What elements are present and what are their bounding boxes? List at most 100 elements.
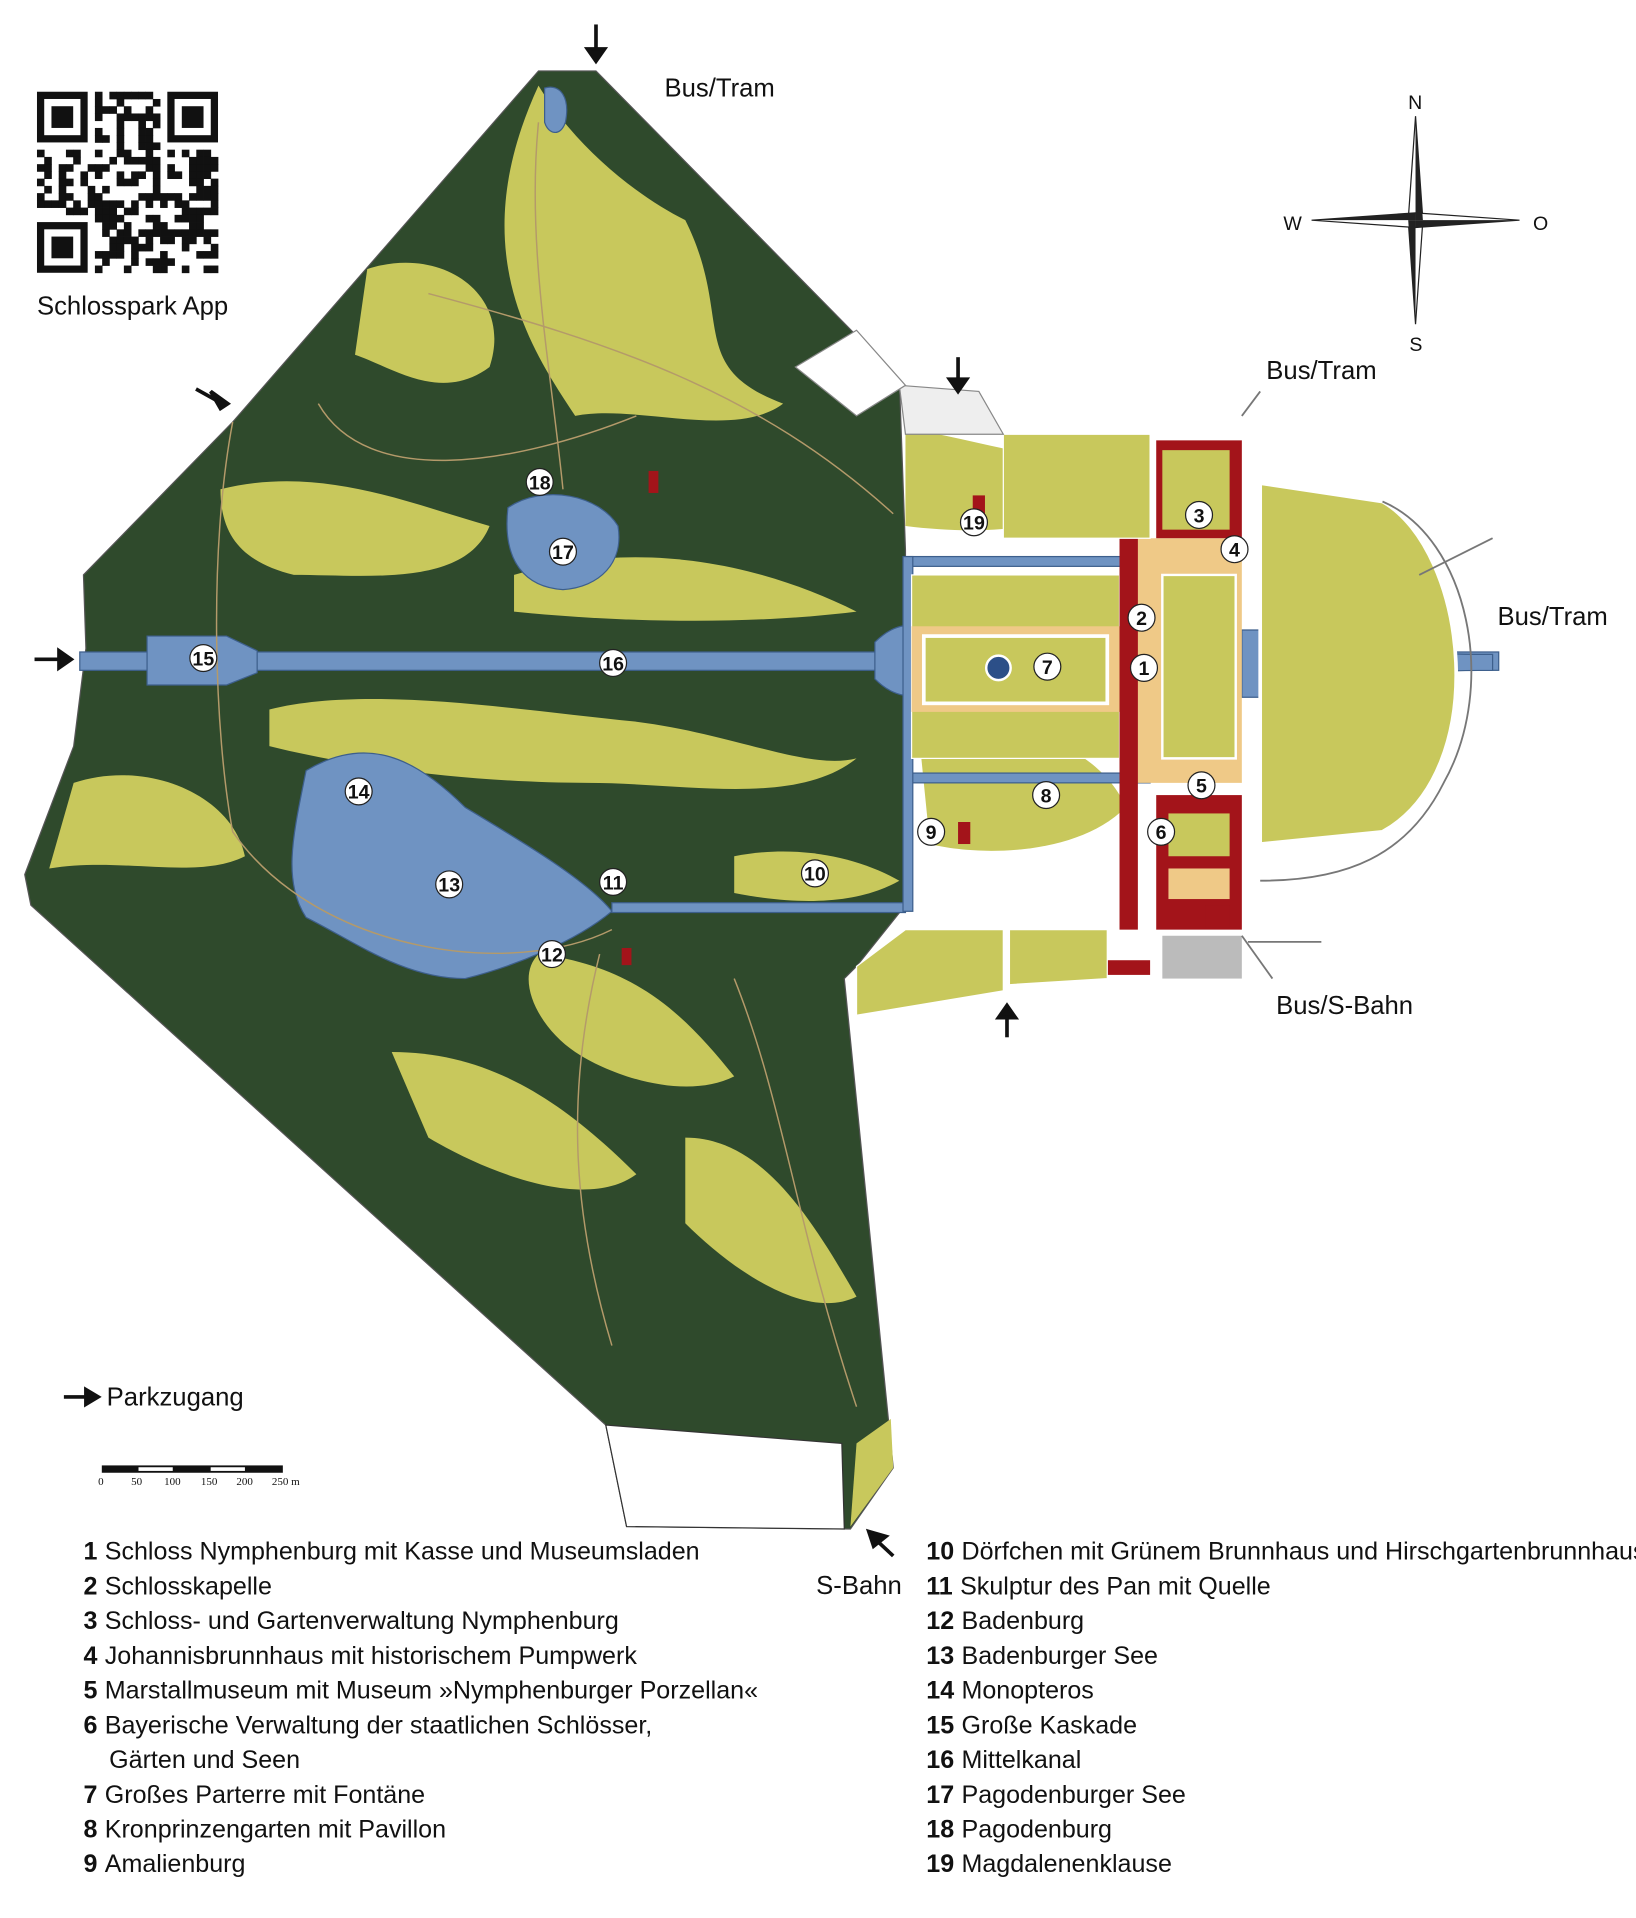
poi-marker-number: 19: [963, 513, 985, 535]
legend-text: Bayerische Verwaltung der staatlichen Sc…: [105, 1711, 652, 1739]
legend-text: Schloss- und Gartenverwaltung Nymphenbur…: [105, 1607, 619, 1635]
legend-number: 19: [926, 1850, 954, 1878]
park-grounds: [24, 70, 1500, 1530]
legend-number: 8: [83, 1816, 97, 1844]
legend-number: 4: [83, 1642, 97, 1670]
poi-marker-1[interactable]: 1: [1129, 653, 1159, 682]
poi-marker-number: 6: [1156, 822, 1167, 844]
scale-tick: 150: [201, 1476, 218, 1488]
poi-marker-number: 17: [552, 542, 574, 564]
poi-marker-13[interactable]: 13: [435, 870, 464, 899]
legend-number: 6: [83, 1711, 97, 1739]
legend-number: 10: [926, 1538, 954, 1566]
parkzugang-arrow-icon: [63, 1386, 102, 1408]
scale-tick: 50: [131, 1476, 143, 1488]
legend-number: 3: [83, 1607, 97, 1635]
poi-marker-number: 5: [1196, 776, 1207, 798]
poi-marker-12[interactable]: 12: [537, 940, 567, 969]
poi-marker-number: 9: [926, 822, 937, 844]
scale-tick: 100: [164, 1476, 181, 1488]
legend-text: Schloss Nymphenburg mit Kasse und Museum…: [105, 1538, 700, 1566]
palace-buildings: [621, 440, 1242, 975]
legend-text: Großes Parterre mit Fontäne: [105, 1781, 425, 1809]
legend-text: Monopteros: [961, 1677, 1093, 1705]
scale-tick: 0: [98, 1476, 104, 1488]
arrow-downright-icon: [195, 387, 232, 412]
arrow-right-icon: [34, 647, 75, 672]
poi-marker-number: 2: [1136, 608, 1147, 630]
poi-marker-15[interactable]: 15: [189, 644, 218, 673]
poi-marker-3[interactable]: 3: [1184, 500, 1214, 530]
legend-number: 12: [926, 1607, 954, 1635]
legend-number: 14: [926, 1677, 954, 1705]
poi-marker-number: 12: [541, 944, 563, 966]
poi-marker-17[interactable]: 17: [548, 537, 578, 566]
compass-s: S: [1409, 334, 1422, 356]
legend-text: Badenburg: [961, 1607, 1084, 1635]
legend-text: Dörfchen mit Grünem Brunnhaus und Hirsch…: [961, 1538, 1636, 1566]
poi-marker-6[interactable]: 6: [1147, 817, 1176, 846]
compass-o: O: [1533, 213, 1548, 235]
legend-text-cont: Gärten und Seen: [109, 1746, 300, 1774]
kronprinz-canal: [904, 772, 1151, 784]
legend-text: Marstallmuseum mit Museum »Nymphenburger…: [105, 1677, 758, 1705]
compass-w: W: [1283, 213, 1302, 235]
legend-number: 1: [83, 1538, 97, 1566]
poi-marker-11[interactable]: 11: [599, 867, 628, 897]
legend-number: 16: [926, 1746, 954, 1774]
poi-marker-9[interactable]: 9: [917, 817, 946, 846]
poi-marker-number: 7: [1042, 657, 1053, 679]
poi-marker-2[interactable]: 2: [1127, 603, 1156, 632]
poi-marker-18[interactable]: 18: [525, 467, 554, 497]
palace-area: [621, 329, 1458, 1016]
poi-marker-number: 4: [1229, 540, 1240, 562]
legend-item: 1 Schloss Nymphenburg mit Kasse und Museu…: [83, 1538, 699, 1566]
legend-text: Amalienburg: [105, 1850, 246, 1878]
arrow-down-icon: [583, 24, 609, 65]
poi-marker-7[interactable]: 7: [1033, 652, 1062, 681]
poi-marker-number: 10: [804, 864, 826, 886]
arrow-up-icon: [994, 1002, 1020, 1038]
south-strip: [850, 1418, 894, 1527]
east-rondell: [1258, 481, 1458, 847]
poi-marker-10[interactable]: 10: [800, 859, 830, 888]
arrow-down-icon: [945, 357, 971, 395]
poi-marker-5[interactable]: 5: [1187, 771, 1216, 800]
legend-number: 17: [926, 1781, 954, 1809]
poi-marker-number: 11: [603, 872, 624, 894]
poi-marker-16[interactable]: 16: [599, 648, 628, 678]
poi-marker-number: 18: [529, 472, 551, 494]
legend-text: Pagodenburg: [961, 1816, 1112, 1844]
legend-item: 3 Schloss- und Gartenverwaltung Nymphenbu…: [83, 1607, 618, 1635]
legend-item: 6 Bayerische Verwaltung der staatlichen S…: [83, 1711, 652, 1739]
legend: 1 Schloss Nymphenburg mit Kasse und Museu…: [83, 1538, 1636, 1879]
paths: [215, 122, 894, 1407]
compass-rose-icon: [1311, 116, 1520, 325]
legend-text: Kronprinzengarten mit Pavillon: [105, 1816, 446, 1844]
label-bus-sbahn: Bus/S-Bahn: [1276, 992, 1413, 1020]
poi-marker-4[interactable]: 4: [1220, 535, 1249, 564]
legend-text: Skulptur des Pan mit Quelle: [960, 1572, 1271, 1600]
qr-code-icon[interactable]: [36, 91, 219, 274]
poi-marker-8[interactable]: 8: [1032, 781, 1061, 810]
streets: [1241, 390, 1494, 980]
legend-item: 8 Kronprinzengarten mit Pavillon: [83, 1816, 446, 1844]
poi-marker-19[interactable]: 19: [959, 508, 989, 537]
poi-marker-number: 1: [1139, 658, 1150, 680]
label-bus-tram-north: Bus/Tram: [664, 75, 774, 103]
scale-tick: 200: [236, 1476, 253, 1488]
poi-marker-number: 14: [348, 782, 370, 804]
poi-marker-number: 3: [1194, 505, 1205, 527]
legend-text: Magdalenenklause: [961, 1850, 1171, 1878]
poi-marker-14[interactable]: 14: [344, 777, 373, 806]
legend-text: Johannisbrunnhaus mit historischem Pumpw…: [105, 1642, 638, 1670]
